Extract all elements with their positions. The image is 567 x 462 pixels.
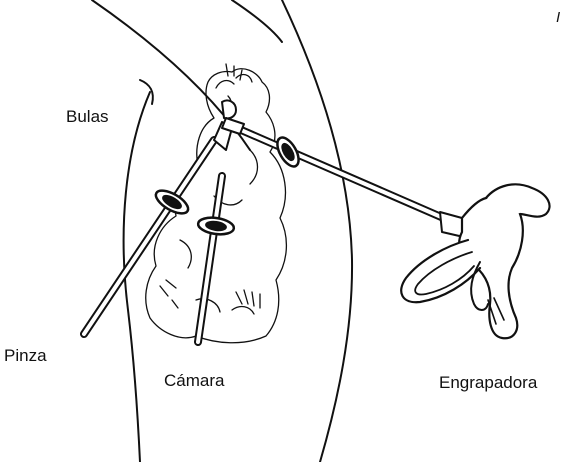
- corner-mark: I: [556, 10, 560, 25]
- label-camara: Cámara: [164, 372, 224, 389]
- label-bulas: Bulas: [66, 108, 109, 125]
- label-engrapadora: Engrapadora: [439, 374, 537, 391]
- label-pinza: Pinza: [4, 347, 47, 364]
- camera-instrument: [197, 176, 235, 342]
